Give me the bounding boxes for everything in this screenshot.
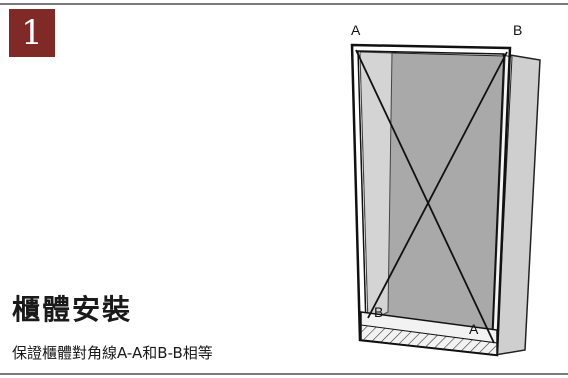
cabinet-base-hatching xyxy=(360,324,498,356)
step-number-badge: 1 xyxy=(9,9,55,57)
diagonal-a-a xyxy=(355,49,495,344)
step-number: 1 xyxy=(21,13,43,53)
step-instruction: 保證櫃體對角線A-A和B-B相等 xyxy=(12,344,213,362)
label-bottom-right-a: A xyxy=(469,321,479,337)
label-top-left-a: A xyxy=(351,22,361,38)
cabinet-diagonal-diagram: A B B A xyxy=(350,22,541,357)
label-top-right-b: B xyxy=(513,22,522,38)
label-bottom-left-b: B xyxy=(374,304,383,320)
diagonal-b-b xyxy=(367,51,508,319)
bottom-divider xyxy=(0,373,568,375)
cabinet-left-inner-wall xyxy=(359,51,393,323)
top-divider xyxy=(0,3,568,5)
step-title: 櫃體安裝 xyxy=(12,293,133,326)
